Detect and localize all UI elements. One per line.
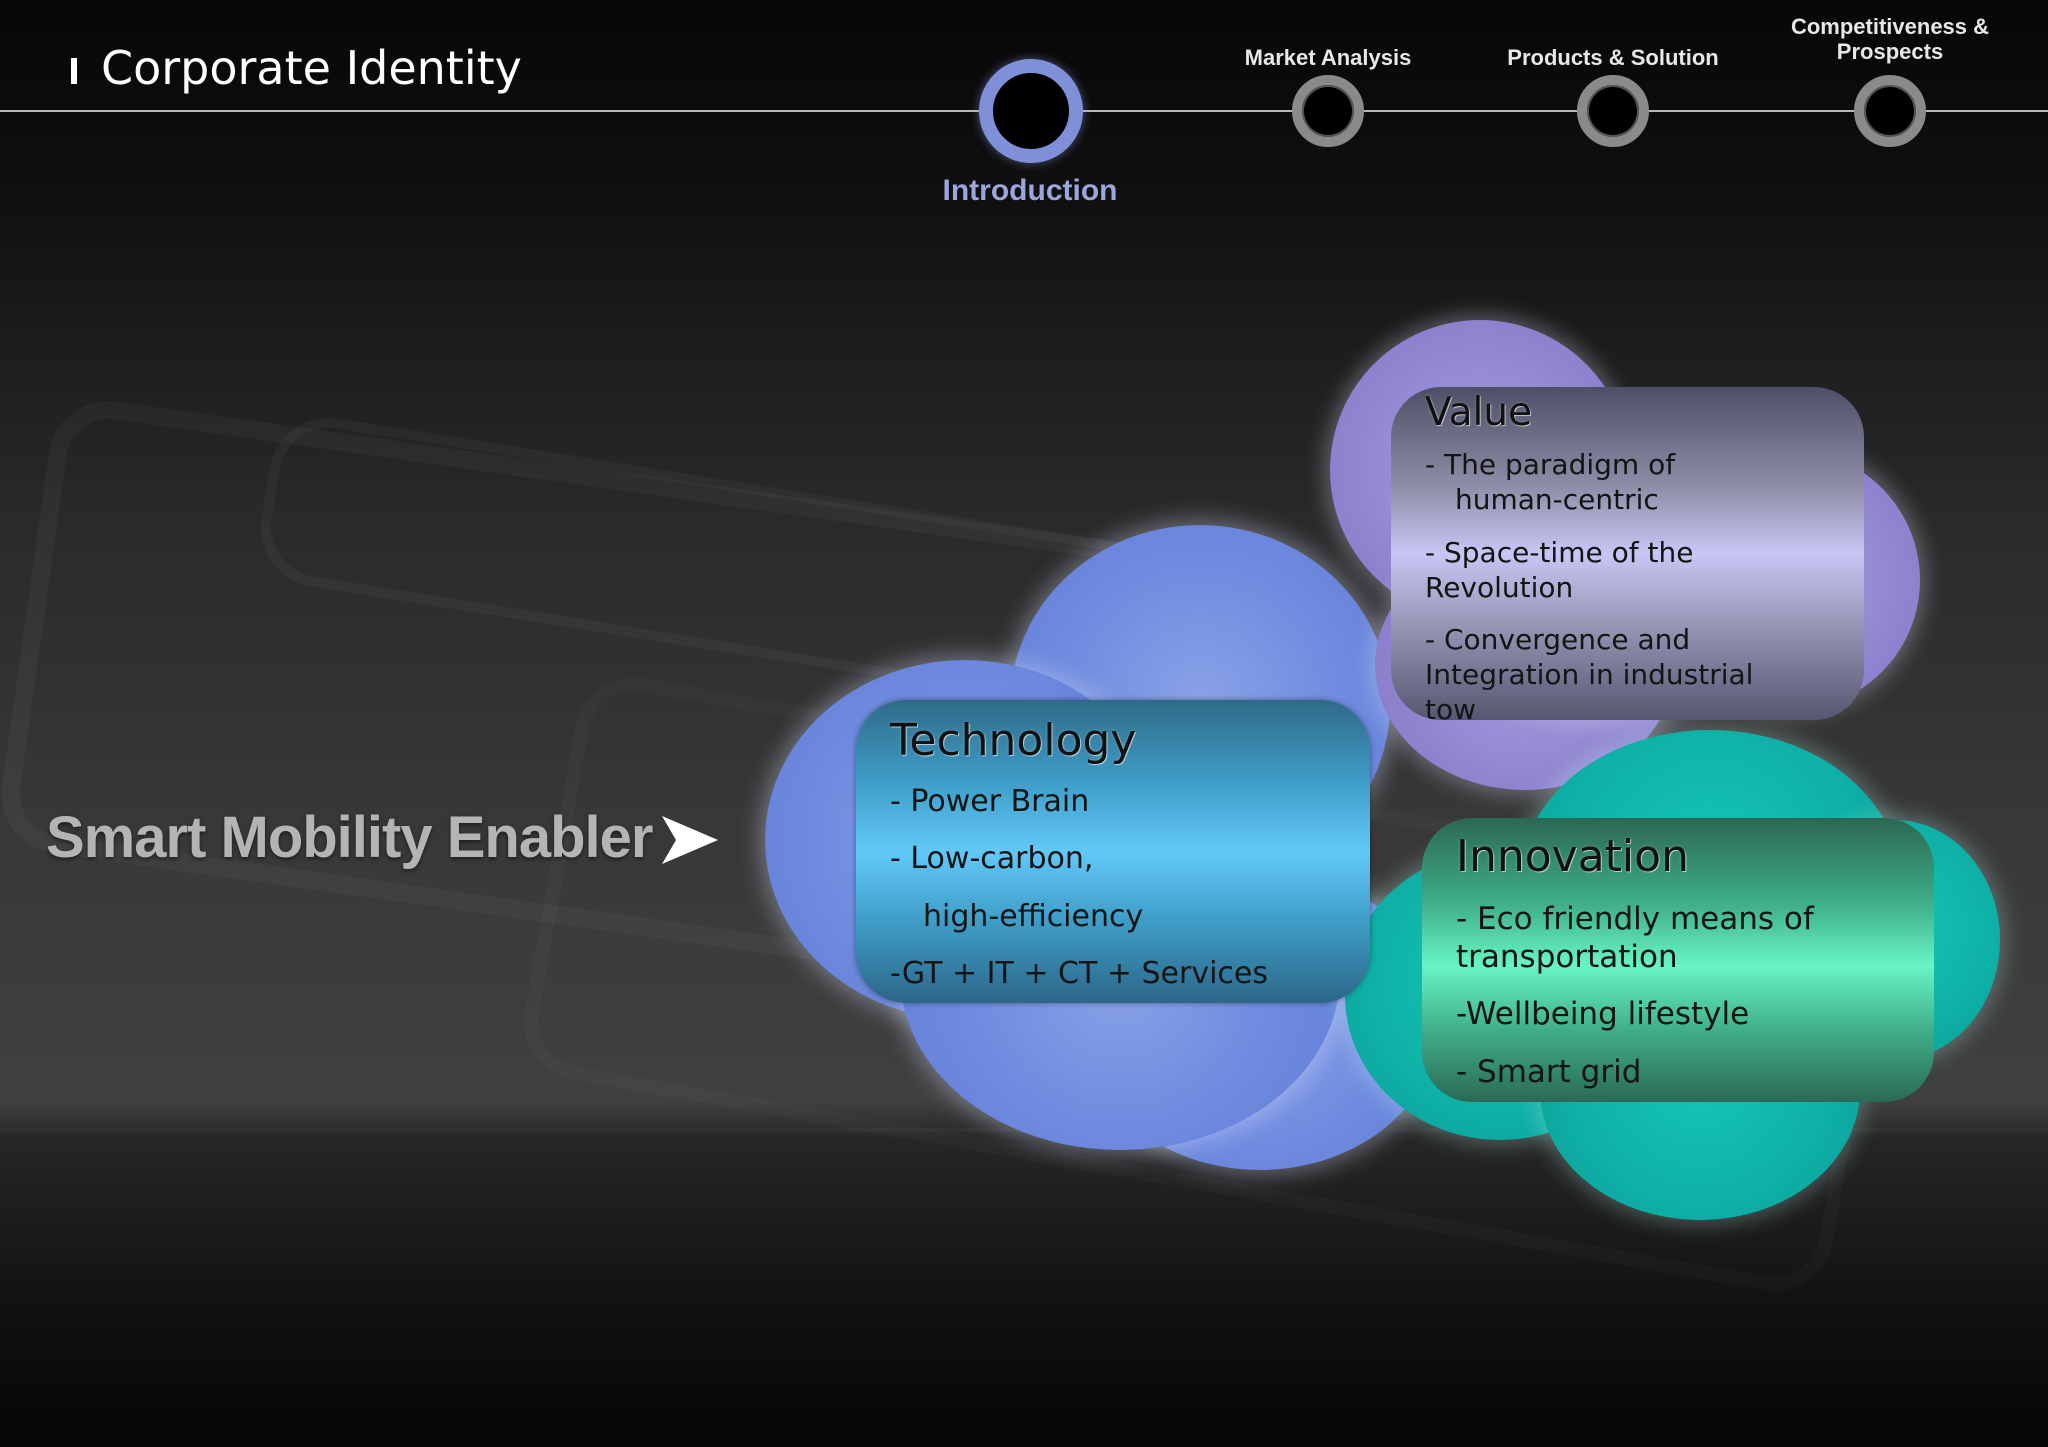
value-item: human-centric: [1455, 483, 1659, 516]
nav-step-competitiveness-dot[interactable]: [1854, 75, 1926, 147]
value-item: tow: [1425, 693, 1477, 726]
innovation-item: -Wellbeing lifestyle: [1456, 996, 1750, 1032]
value-item: Revolution: [1425, 571, 1574, 604]
innovation-title: Innovation: [1456, 831, 1689, 882]
technology-item: high-efficiency: [923, 899, 1144, 934]
technology-item: - Low-carbon,: [890, 841, 1094, 876]
technology-card: Technology - Power Brain - Low-carbon, h…: [856, 700, 1370, 1003]
value-item: - Convergence and: [1425, 623, 1691, 656]
nav-step-competitiveness-label-line1: Competitiveness &: [1790, 14, 1990, 39]
page-title: Corporate Identity: [101, 41, 522, 95]
right-arrow-icon: [662, 816, 718, 864]
innovation-item: - Eco friendly means of: [1456, 901, 1814, 937]
nav-step-introduction-dot[interactable]: [979, 59, 1083, 163]
technology-item: - Power Brain: [890, 784, 1090, 819]
value-title: Value: [1425, 390, 1533, 435]
value-item: - Space-time of the: [1425, 536, 1694, 569]
nav-step-competitiveness-label-line2: Prospects: [1836, 39, 1944, 64]
innovation-item: - Smart grid: [1456, 1054, 1642, 1090]
nav-step-products-solution-dot[interactable]: [1577, 75, 1649, 147]
title-marker-bar: [71, 58, 77, 84]
value-item: - The paradigm of: [1425, 448, 1676, 481]
technology-item: -GT + IT + CT + Services: [890, 956, 1269, 991]
nav-step-introduction-label[interactable]: Introduction: [942, 174, 1118, 207]
technology-title: Technology: [890, 715, 1137, 766]
value-card: Value - The paradigm of human-centric - …: [1391, 387, 1864, 726]
nav-step-market-analysis-dot[interactable]: [1292, 75, 1364, 147]
nav-step-competitiveness-label[interactable]: Competitiveness & Prospects: [1770, 14, 2010, 64]
innovation-item: transportation: [1456, 939, 1678, 975]
value-item: Integration in industrial: [1425, 658, 1754, 691]
tagline: Smart Mobility Enabler: [46, 805, 653, 870]
nav-step-products-solution-label[interactable]: Products & Solution: [1507, 45, 1719, 70]
nav-step-market-analysis-label[interactable]: Market Analysis: [1244, 45, 1412, 70]
innovation-card: Innovation - Eco friendly means of trans…: [1422, 818, 1934, 1102]
